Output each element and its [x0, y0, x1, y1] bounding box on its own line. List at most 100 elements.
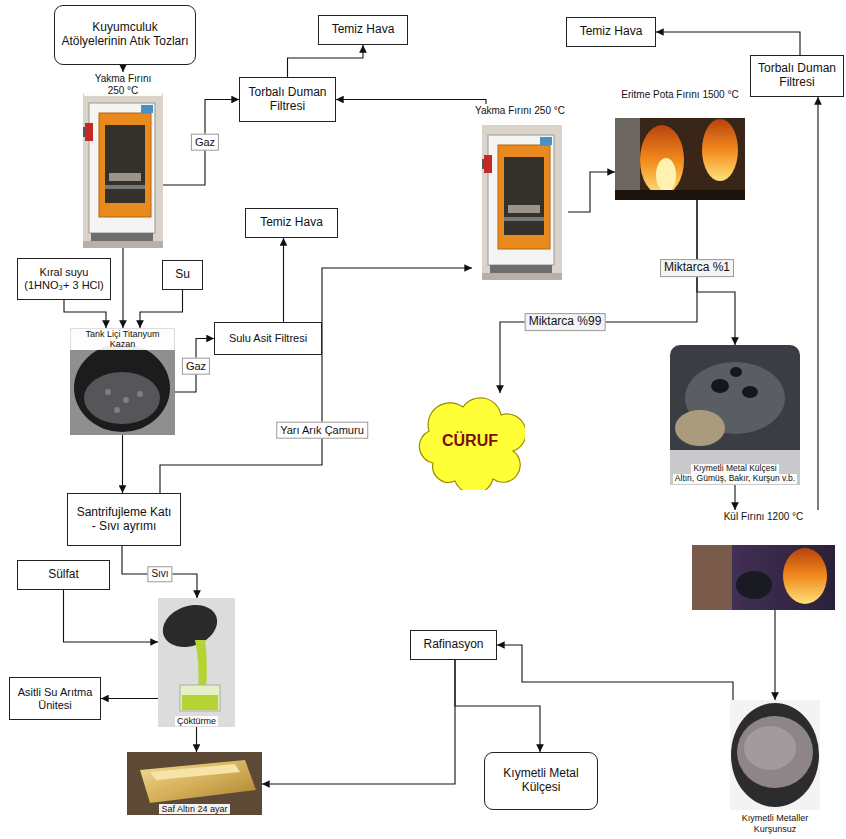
input-box: Sülfat	[17, 560, 110, 590]
green-stream	[195, 640, 207, 690]
flow-connector	[122, 65, 123, 72]
granule	[114, 407, 120, 413]
output-box: Asitli Su Arıtma Ünitesi	[9, 677, 101, 720]
cavity	[730, 367, 742, 377]
edge-label: Yarı Arık Çamuru	[276, 422, 368, 439]
oven-photo	[482, 125, 562, 280]
flow-connector	[140, 290, 183, 328]
cupel-furnace-photo	[692, 545, 835, 610]
photo-caption: Altın, Gümüş, Bakır, Kurşun v.b.	[673, 474, 797, 484]
photo-caption: Kıymetli Metaller Kurşunsuz	[726, 813, 824, 834]
node-label: Temiz Hava	[332, 23, 395, 37]
flow-connector	[774, 610, 775, 700]
photo-caption: Eritme Pota Fırını 1500 °C	[619, 89, 740, 101]
edge-label: Miktarca %99	[525, 313, 606, 331]
flow-connector	[336, 100, 486, 105]
photo-caption: Saf Altın 24 ayar	[159, 804, 229, 814]
rubble	[675, 410, 725, 446]
flow-connector	[163, 100, 239, 186]
flow-connector	[262, 660, 455, 784]
source-box: Kuyumculuk Atölyelerinin Atık Tozları	[54, 5, 196, 65]
photo-ground	[730, 700, 820, 810]
flow-connector	[101, 698, 158, 699]
flame	[783, 548, 827, 604]
crucible	[731, 703, 819, 807]
node-label: Torbalı Duman Filtresi	[756, 62, 838, 90]
furnace-photo: Kül Fırını 1200 °C	[692, 510, 835, 610]
granule	[105, 389, 111, 395]
photo-ground	[692, 545, 835, 610]
input-box: Kıral suyu (1HNO₃+ 3 HCl)	[17, 258, 111, 300]
oven-photo	[83, 93, 163, 248]
bar-highlight	[150, 764, 240, 780]
photo-caption: Tank Liçi Titanyum Kazan	[71, 329, 174, 350]
precipitation-photo	[157, 598, 235, 727]
filter-box: Torbalı Duman Filtresi	[750, 55, 844, 97]
process-box: Santrifujleme Katı - Sıvı ayrımı	[67, 493, 181, 546]
node-label: Temiz Hava	[580, 25, 643, 39]
node-label: CÜRUF	[442, 432, 498, 450]
granules	[84, 372, 160, 424]
metal-disk	[737, 716, 813, 788]
filter-box: Sulu Asit Filtresi	[214, 322, 322, 355]
photo-caption: Kıymetli Metal Külçesi	[691, 464, 778, 474]
node-label: Asitli Su Arıtma Ünitesi	[15, 686, 95, 711]
node-label: Temiz Hava	[260, 216, 323, 230]
photo-caption: Yakma Fırını 250 °C	[84, 73, 162, 96]
photo-caption: Yakma Fırını 250 °C	[473, 105, 567, 117]
flow-connector	[175, 339, 214, 393]
photo-caption: Çöktürme	[175, 716, 218, 726]
photo-strip	[70, 328, 175, 350]
cloud-shape	[419, 398, 525, 490]
flame-core	[656, 158, 676, 192]
metal-photo: Kıymetli Metaller Kurşunsuz	[725, 700, 825, 835]
flow-connector	[122, 546, 197, 598]
node-label: Kıral suyu (1HNO₃+ 3 HCl)	[23, 266, 105, 291]
node-label: Su	[175, 268, 190, 282]
flame	[640, 125, 684, 195]
flow-connector	[283, 238, 284, 322]
output-box: Temiz Hava	[566, 17, 656, 47]
flow-connector	[196, 727, 197, 752]
photo-ground	[70, 328, 175, 435]
precipitation-photo: Çöktürme	[158, 598, 235, 727]
disk-surface	[744, 726, 796, 770]
melting-furnace-photo	[615, 118, 745, 200]
furnace-opening	[736, 571, 772, 599]
pouring-pot	[157, 598, 223, 655]
gold-bar-photo: Saf Altın 24 ayar	[127, 752, 262, 815]
flow-connector	[288, 45, 364, 77]
photo-ground	[670, 345, 800, 485]
flow-connector	[817, 97, 818, 510]
flow-connector	[64, 300, 106, 328]
node-label: Kuyumculuk Atölyelerinin Atık Tozları	[60, 21, 190, 49]
cavity	[711, 379, 729, 393]
furnace-photo: Eritme Pota Fırını 1500 °C	[615, 88, 745, 200]
flow-connector	[122, 248, 123, 328]
flow-connector	[122, 435, 123, 493]
node-label: Santrifujleme Katı - Sıvı ayrımı	[73, 506, 175, 534]
furnace-photo: Yakma Fırını 250 °C	[83, 72, 163, 248]
solution	[182, 695, 218, 710]
output-box: Temiz Hava	[245, 208, 338, 238]
floor	[615, 190, 745, 200]
flow-connector	[568, 172, 615, 212]
photo-caption: Kül Fırını 1200 °C	[722, 511, 806, 523]
node-label: Sülfat	[48, 568, 79, 582]
flame	[702, 119, 738, 181]
cavity	[742, 386, 758, 398]
photo-ground	[615, 118, 745, 200]
beaker	[180, 685, 220, 711]
tank-photo: Tank Liçi Titanyum Kazan	[70, 328, 175, 435]
ingot-photo: Kıymetli Metal KülçesiAltın, Gümüş, Bakı…	[670, 345, 800, 485]
ingot-photo	[670, 345, 800, 485]
brick-wall	[692, 545, 732, 610]
photo-ground	[127, 752, 262, 815]
node-label: Torbalı Duman Filtresi	[245, 86, 330, 114]
node-label: Rafinasyon	[423, 638, 483, 652]
tank-vessel	[74, 344, 170, 432]
